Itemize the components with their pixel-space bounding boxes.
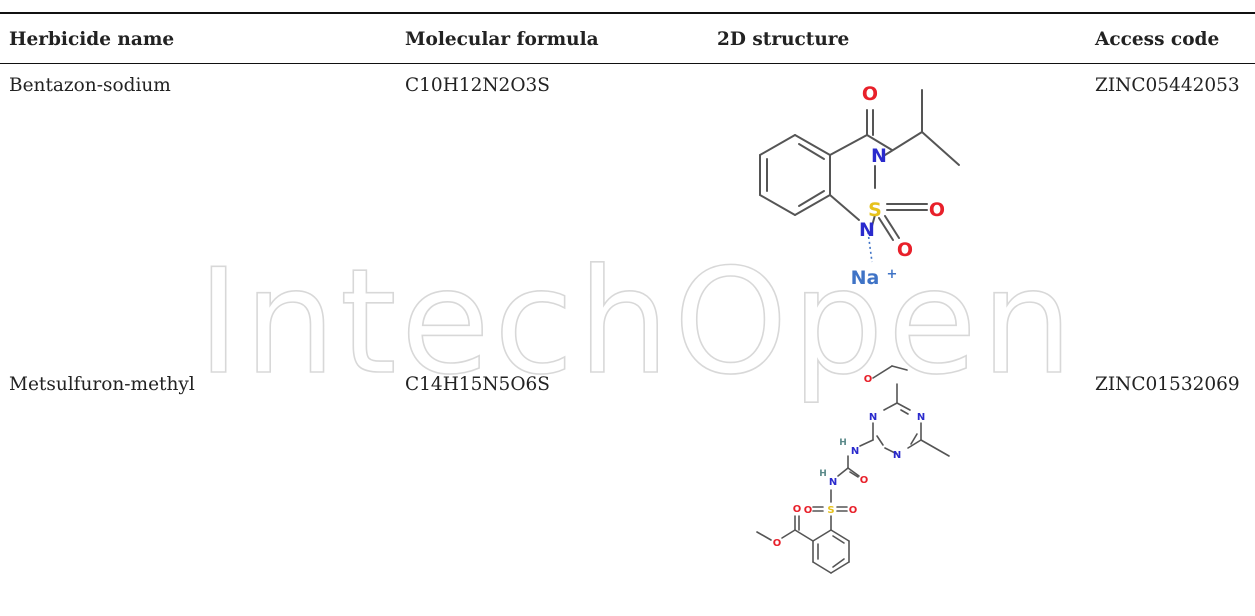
formula-metsulfuron: C14H15N5O6S xyxy=(405,374,550,395)
metsulfuron-atom-h-2: H xyxy=(819,469,827,479)
metsulfuron-atom-o-urea: O xyxy=(860,475,869,486)
bentazon-atom-o-right: O xyxy=(929,199,945,221)
formula-bentazon: C10H12N2O3S xyxy=(405,75,550,96)
structure-bentazon-sodium: O N S O O N Na + xyxy=(759,83,960,289)
bentazon-atom-n1: N xyxy=(859,219,875,241)
metsulfuron-atom-n-h-1: N xyxy=(851,446,859,457)
metsulfuron-atom-n-triazine-3: N xyxy=(893,450,901,461)
metsulfuron-atom-n-h-2: N xyxy=(829,477,837,488)
structure-metsulfuron-methyl: O N N N H N O H N O S O O O xyxy=(756,365,950,574)
ionic-bond-dash xyxy=(867,231,873,263)
header-access-code: Access code xyxy=(1095,29,1220,50)
metsulfuron-atom-s: S xyxy=(827,505,834,516)
bentazon-atom-n3: N xyxy=(871,145,887,167)
header-molecular-formula: Molecular formula xyxy=(405,29,599,50)
bentazon-atom-o-low: O xyxy=(897,239,913,261)
table-header-rule xyxy=(0,63,1255,64)
access-code-metsulfuron: ZINC01532069 xyxy=(1095,374,1240,395)
metsulfuron-atom-n-triazine-1: N xyxy=(869,412,877,423)
metsulfuron-atom-o-sulfonyl-2: O xyxy=(849,505,858,516)
metsulfuron-atom-o-ester-carbonyl: O xyxy=(793,504,802,515)
herbicide-name-bentazon: Bentazon-sodium xyxy=(9,75,171,96)
bentazon-atom-na: Na xyxy=(851,267,880,289)
metsulfuron-atom-o-methoxy: O xyxy=(864,374,873,385)
header-2d-structure: 2D structure xyxy=(717,29,850,50)
header-herbicide-name: Herbicide name xyxy=(9,29,175,50)
metsulfuron-atom-h-1: H xyxy=(839,438,847,448)
bentazon-bonds xyxy=(759,89,960,241)
table-top-rule xyxy=(0,12,1255,14)
bentazon-charge-plus: + xyxy=(887,267,898,282)
metsulfuron-bonds xyxy=(756,365,950,574)
metsulfuron-atom-n-triazine-2: N xyxy=(917,412,925,423)
access-code-bentazon: ZINC05442053 xyxy=(1095,75,1240,96)
bentazon-atom-s: S xyxy=(868,199,882,221)
bentazon-atom-o-top: O xyxy=(862,83,878,105)
herbicide-name-metsulfuron: Metsulfuron-methyl xyxy=(9,374,195,395)
metsulfuron-atom-o-sulfonyl-1: O xyxy=(804,505,813,516)
metsulfuron-atom-o-ester: O xyxy=(773,538,782,549)
